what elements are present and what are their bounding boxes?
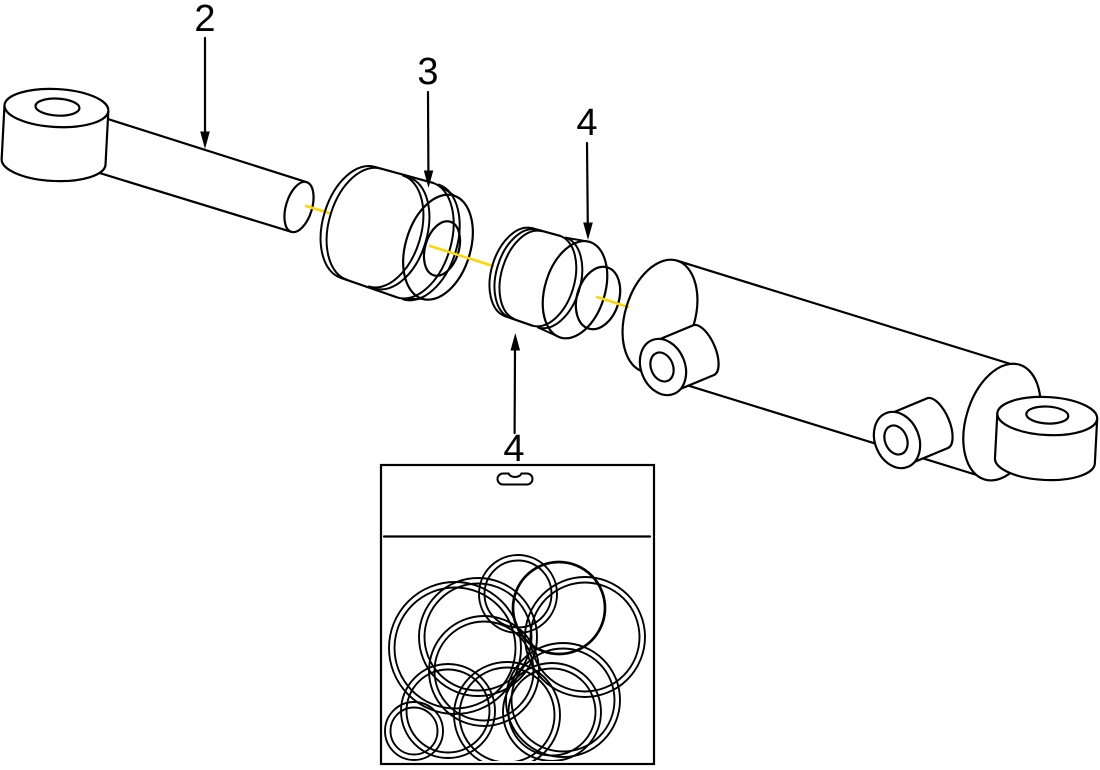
seal-kit-bag	[379, 463, 656, 766]
piston-top-edge	[530, 227, 562, 237]
callout-label: 4	[503, 428, 524, 470]
o-ring	[511, 560, 607, 656]
piston-bottom-edge	[503, 314, 534, 327]
o-ring	[453, 661, 561, 761]
callout-piston-rod: 2	[194, 0, 216, 149]
gland-shoulder-bottom	[402, 297, 423, 301]
callouts: 2 3 4 4	[194, 0, 597, 470]
barrel-eye-hole	[1025, 405, 1070, 425]
o-ring	[505, 642, 621, 758]
gland-rod-bore	[422, 220, 462, 277]
o-ring	[502, 662, 602, 761]
o-ring	[524, 576, 646, 698]
barrel-bottom-edge	[641, 370, 986, 479]
gland-seal-rib-arc	[367, 174, 425, 289]
centerline-segment-2	[428, 244, 495, 268]
callout-gland: 3	[417, 51, 439, 188]
callout-label: 2	[194, 0, 215, 40]
callout-piston: 4	[576, 102, 598, 240]
o-ring	[418, 577, 538, 697]
piston	[488, 226, 622, 340]
callout-label: 3	[417, 51, 438, 93]
rod-eye	[0, 87, 110, 183]
port-boss-rear	[872, 396, 954, 470]
piston-seal-rib-arc	[531, 234, 578, 328]
callout-label: 4	[576, 102, 597, 144]
piston-rod	[0, 87, 315, 234]
arrowhead-icon	[200, 131, 210, 149]
piston-rim-arc	[498, 229, 543, 320]
port-boss-front	[638, 323, 720, 397]
arrowhead-icon	[510, 333, 521, 351]
o-rings	[384, 554, 646, 761]
cylinder-barrel	[621, 258, 1099, 482]
gland-top-edge	[374, 165, 434, 184]
arrowhead-icon	[423, 170, 434, 188]
gland-rim-arc	[325, 166, 383, 281]
callout-arrow-line	[585, 141, 589, 227]
piston-rim-arc	[493, 228, 538, 319]
centerline-segment-3	[595, 295, 630, 309]
port-hole	[883, 424, 909, 456]
o-ring	[384, 701, 444, 761]
piston-rim-arc	[488, 226, 533, 317]
gland-shoulder-top	[437, 183, 455, 197]
rod-top-edge	[91, 113, 308, 184]
bag-outline	[379, 463, 656, 766]
rod-body	[77, 114, 307, 232]
callout-seal-kit: 4	[503, 333, 525, 470]
barrel-eye	[993, 395, 1099, 482]
barrel-top-edge	[676, 259, 1021, 368]
cylinder-head-gland	[319, 165, 474, 302]
gland-front-face	[402, 193, 474, 301]
rod-end-face	[283, 180, 315, 234]
rod-eye-hole	[34, 97, 81, 117]
arrowhead-icon	[583, 222, 593, 240]
gland-rim-arc	[319, 165, 377, 279]
euro-slot-hang-hole	[496, 472, 534, 486]
port-hole	[649, 351, 675, 383]
